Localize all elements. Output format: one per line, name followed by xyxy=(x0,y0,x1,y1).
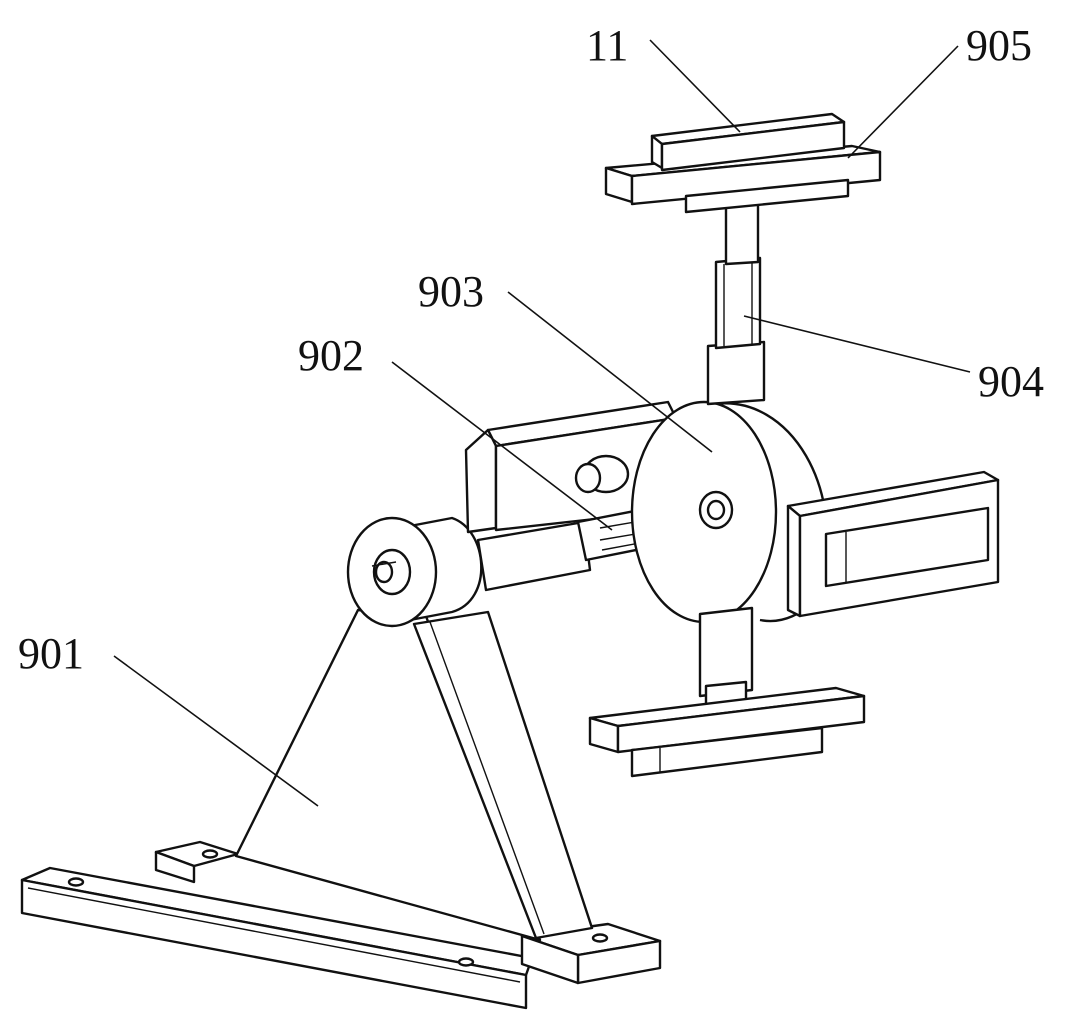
pivot-hub xyxy=(346,516,483,628)
label-904: 904 xyxy=(978,357,1044,406)
rear-housing xyxy=(464,400,678,534)
label-905: 905 xyxy=(966,21,1032,70)
label-901: 901 xyxy=(18,629,84,678)
label-11: 11 xyxy=(586,21,628,70)
leader-901 xyxy=(113,655,319,807)
leader-903 xyxy=(507,291,713,453)
upper-column-904 xyxy=(706,202,766,406)
side-clamp-block xyxy=(786,470,1000,618)
base-plate-901 xyxy=(20,608,662,1010)
leader-905 xyxy=(847,45,959,159)
block-11 xyxy=(650,112,846,172)
lower-pad xyxy=(588,686,866,778)
lower-column xyxy=(698,606,754,710)
leader-904 xyxy=(743,315,971,373)
label-903: 903 xyxy=(418,267,484,316)
leader-902 xyxy=(391,361,613,531)
leader-11 xyxy=(649,39,741,133)
label-902: 902 xyxy=(298,331,364,380)
